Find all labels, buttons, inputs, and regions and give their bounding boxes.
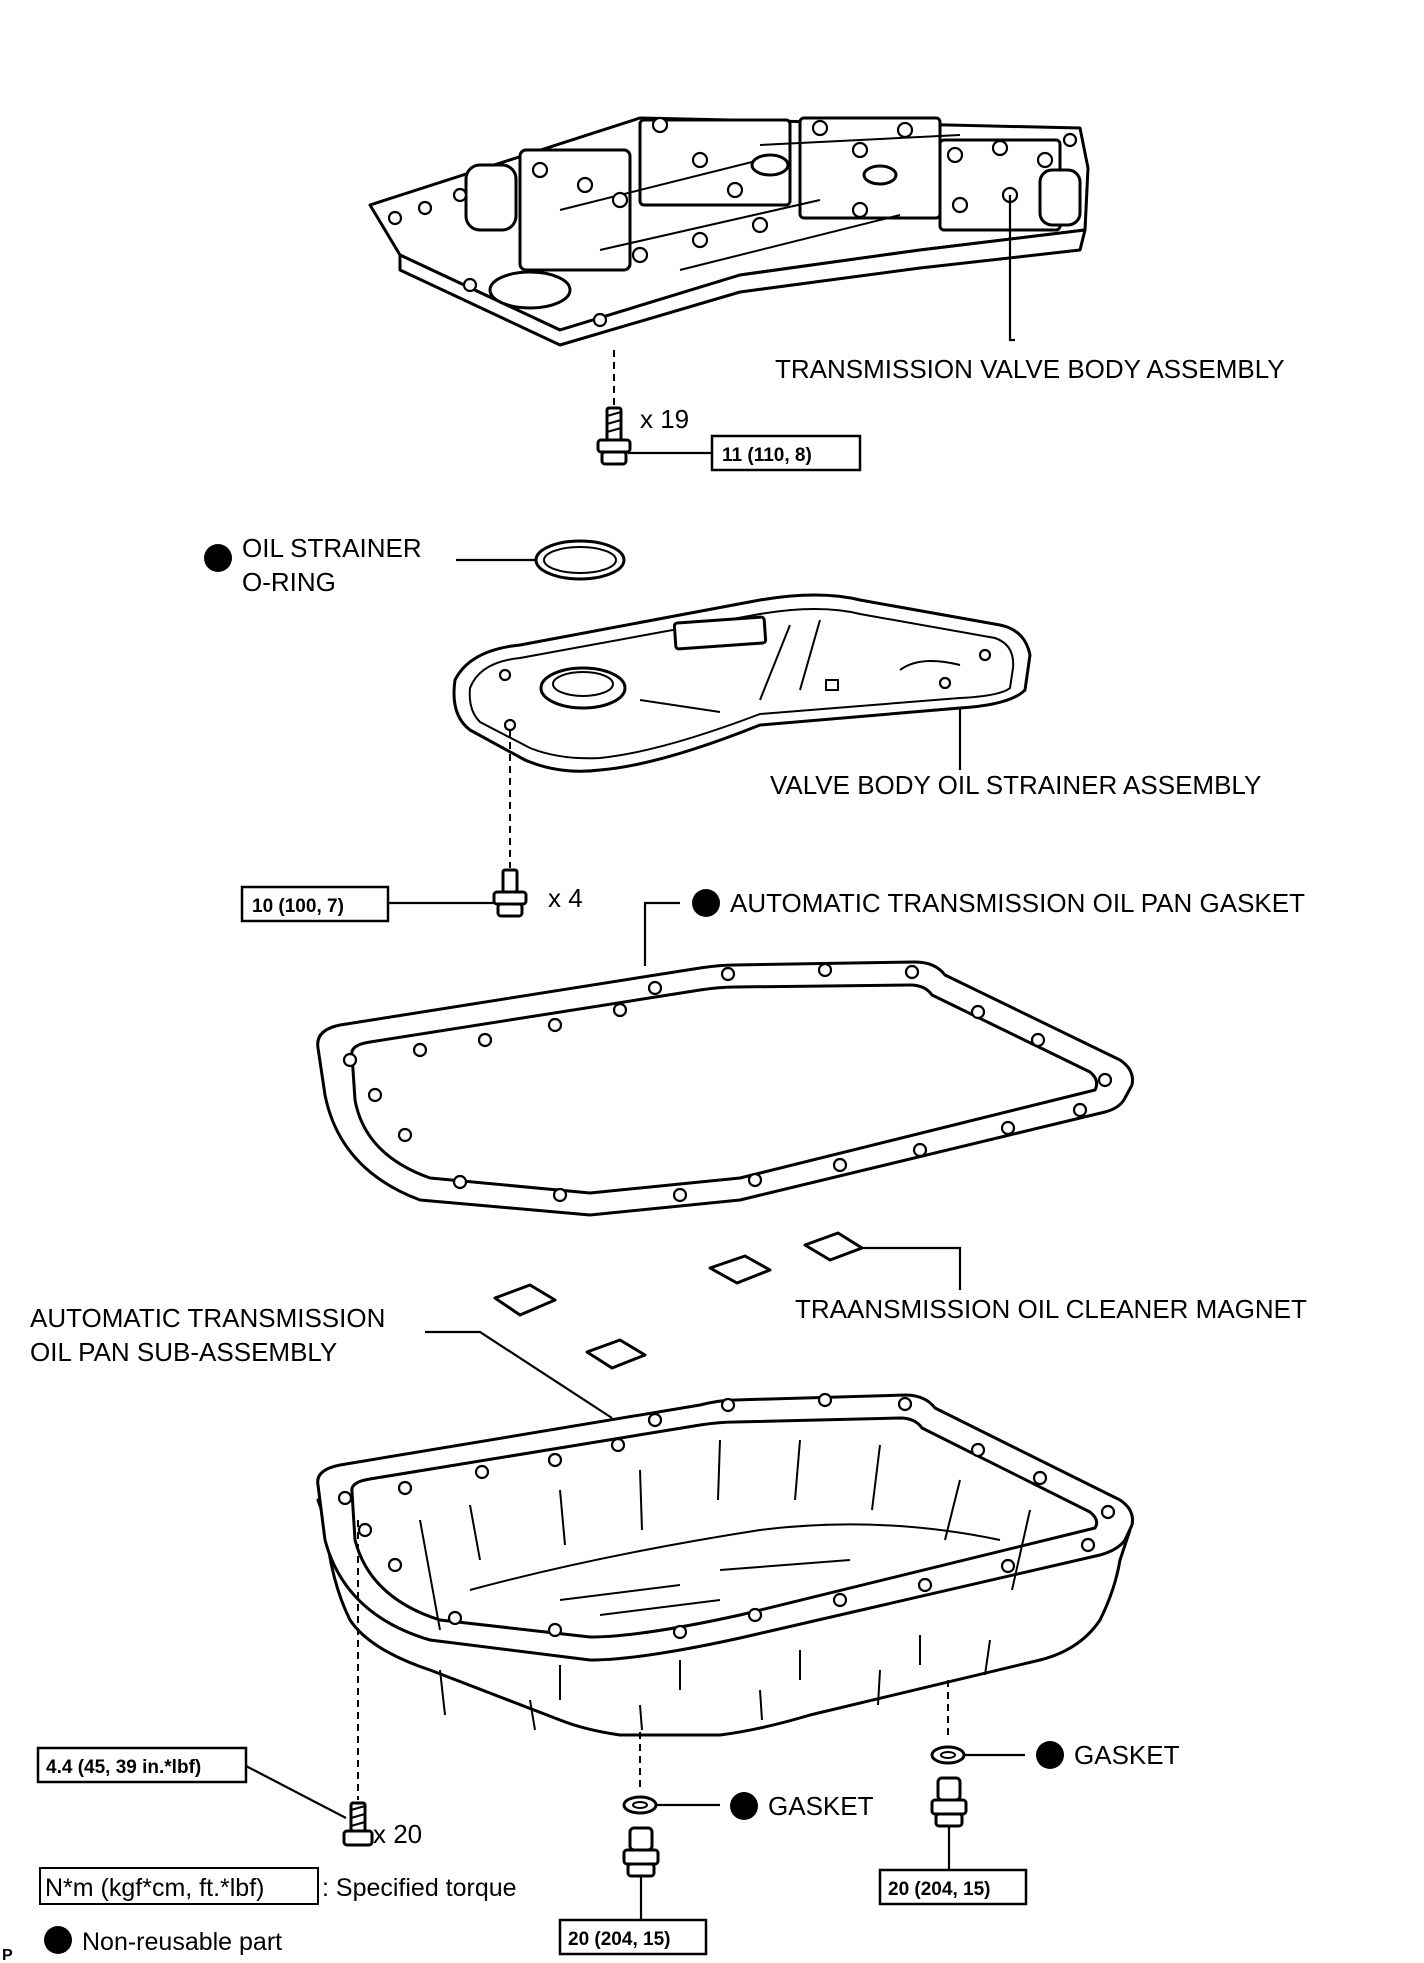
torque-box-drain-right: 20 (204, 15) — [878, 1868, 1028, 1906]
valve-body-assembly — [368, 116, 1090, 347]
strainer-bolt-qty: x 4 — [548, 883, 583, 913]
oil-strainer-o-ring — [534, 539, 626, 581]
legend-torque-unit: N*m (kgf*cm, ft.*lbf) — [45, 1874, 264, 1902]
oil-pan-bolt — [342, 1801, 374, 1847]
oring-label-line1: OIL STRAINER — [242, 533, 422, 563]
oil-pan-bolt-qty: x 20 — [373, 1819, 422, 1849]
strainer-label: VALVE BODY OIL STRAINER ASSEMBLY — [770, 770, 1261, 800]
valve-body-bolt-qty: x 19 — [640, 404, 689, 434]
magnet-label: TRAANSMISSION OIL CLEANER MAGNET — [795, 1294, 1307, 1324]
drain-plug-left — [622, 1826, 660, 1878]
legend: N*m (kgf*cm, ft.*lbf) : Specified torque… — [39, 1867, 517, 1956]
nonreusable-mark-oring — [204, 544, 232, 572]
page-marker: P — [2, 1947, 13, 1963]
legend-torque-desc: : Specified torque — [322, 1874, 517, 1902]
pan-gasket-label: AUTOMATIC TRANSMISSION OIL PAN GASKET — [730, 888, 1305, 918]
oil-pan-label-line2: OIL PAN SUB-ASSEMBLY — [30, 1337, 337, 1367]
pan-flange-bolt-holes — [337, 1392, 1116, 1640]
strainer-bolt — [492, 868, 528, 918]
torque-box-valve-body: 11 (110, 8) — [710, 434, 862, 472]
nonreusable-mark-gasket-right — [1036, 1741, 1064, 1769]
torque-oil-pan: 4.4 (45, 39 in.*lbf) — [46, 1757, 201, 1778]
valve-body-oil-strainer — [452, 593, 1032, 773]
gasket-left-label: GASKET — [768, 1791, 874, 1821]
oil-pan-sub-assembly — [316, 1392, 1134, 1737]
oil-cleaner-magnets — [493, 1231, 864, 1370]
legend-nonreusable-mark — [44, 1926, 72, 1954]
drain-plug-right — [930, 1776, 968, 1828]
torque-drain-right: 20 (204, 15) — [888, 1879, 990, 1900]
torque-box-strainer: 10 (100, 7) — [240, 885, 390, 923]
valve-body-label: TRANSMISSION VALVE BODY ASSEMBLY — [775, 354, 1285, 384]
torque-box-oil-pan: 4.4 (45, 39 in.*lbf) — [36, 1746, 248, 1784]
gasket-right-label: GASKET — [1074, 1740, 1180, 1770]
torque-box-drain-left: 20 (204, 15) — [558, 1918, 708, 1956]
gasket-bolt-holes — [342, 962, 1113, 1203]
valve-body-leader — [1008, 195, 1015, 342]
magnet-leader — [862, 1246, 962, 1290]
nonreusable-mark-gasket-left — [730, 1792, 758, 1820]
drain-gasket-left — [622, 1795, 658, 1815]
legend-nonreusable: Non-reusable part — [82, 1928, 282, 1956]
oil-pan-label-line1: AUTOMATIC TRANSMISSION — [30, 1303, 385, 1333]
nonreusable-mark-pan-gasket — [692, 889, 720, 917]
oring-label-line2: O-RING — [242, 567, 336, 597]
oil-pan-gasket — [316, 960, 1134, 1217]
valve-body-bolt — [596, 406, 632, 466]
torque-drain-left: 20 (204, 15) — [568, 1929, 670, 1950]
torque-valve-body: 11 (110, 8) — [722, 445, 812, 466]
valve-body-bolt-heads — [387, 116, 1078, 328]
torque-strainer: 10 (100, 7) — [252, 896, 344, 917]
drain-gasket-right — [930, 1745, 966, 1765]
